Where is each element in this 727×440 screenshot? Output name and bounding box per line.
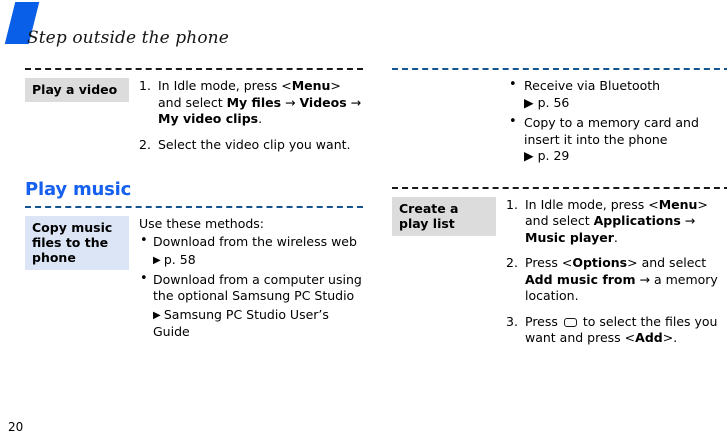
right-column: Receive via Bluetooth ▶ p. 56 Copy to a …: [392, 62, 727, 347]
steps-create-play-list: In Idle mode, press <Menu> and select Ap…: [506, 197, 727, 347]
row-continuation: Receive via Bluetooth ▶ p. 56 Copy to a …: [392, 77, 727, 169]
list-item: Press to select the files you want and p…: [506, 314, 727, 347]
page-reference: ▶ p. 56: [524, 94, 570, 110]
bullets-copy-music-files: Download from the wireless web ▶ p. 58 D…: [139, 233, 363, 341]
row-label-create-play-list: Create a play list: [392, 196, 496, 236]
emphasis-text: Videos: [299, 94, 347, 110]
text-run: .: [613, 229, 618, 245]
list-item: In Idle mode, press <Menu> and select Ap…: [506, 197, 727, 247]
key-icon: [563, 317, 577, 327]
row-body-create-play-list: In Idle mode, press <Menu> and select Ap…: [496, 197, 727, 347]
text-run: p. 58: [163, 252, 196, 267]
text-run: → a memory location.: [525, 271, 718, 304]
text-run: In Idle mode, press <: [158, 78, 292, 93]
emphasis-text: Applications: [593, 213, 681, 228]
list-item: In Idle mode, press <Menu> and select My…: [139, 78, 363, 128]
emphasis-text: Options: [572, 255, 628, 270]
text-run: ▶: [153, 309, 164, 321]
emphasis-text: Menu: [658, 196, 698, 212]
text-run: Select the video clip you want.: [158, 136, 351, 152]
row-label-play-a-video: Play a video: [25, 78, 129, 102]
list-item: Select the video clip you want.: [139, 137, 363, 154]
page-header: Step outside the phone: [0, 0, 727, 62]
bullet-text: Copy to a memory card and insert it into…: [524, 115, 699, 147]
list-item: Download from a computer using the optio…: [139, 271, 363, 341]
text-run: Press: [525, 313, 562, 329]
text-run: In Idle mode, press <: [525, 196, 659, 212]
emphasis-text: Menu: [291, 78, 331, 93]
section-heading-play-music: Play music: [25, 179, 132, 200]
emphasis-text: My video clips: [158, 111, 259, 126]
text-run: .: [258, 111, 263, 126]
row-label-copy-music-files: Copy music files to the phone: [25, 216, 129, 270]
list-item: Receive via Bluetooth ▶ p. 56: [506, 77, 727, 111]
bullet-text: Receive via Bluetooth: [524, 78, 661, 93]
divider-right-top: [392, 68, 727, 70]
list-item: Download from the wireless web ▶ p. 58: [139, 233, 363, 270]
page-number: 20: [8, 420, 24, 434]
list-item: Press <Options> and select Add music fro…: [506, 255, 727, 305]
row-body-play-a-video: In Idle mode, press <Menu> and select My…: [129, 78, 363, 153]
text-run: →: [680, 213, 696, 228]
row-play-a-video: Play a video In Idle mode, press <Menu> …: [25, 78, 363, 153]
page-title: Step outside the phone: [27, 28, 229, 48]
text-run: →: [281, 94, 300, 110]
emphasis-text: My files: [226, 94, 282, 110]
row-create-play-list: Create a play list In Idle mode, press <…: [392, 196, 727, 347]
row-body-copy-music-files: Use these methods: Download from the wir…: [129, 216, 363, 343]
text-run: >.: [662, 330, 678, 345]
left-column: Play a video In Idle mode, press <Menu> …: [25, 62, 363, 343]
list-item: Copy to a memory card and insert it into…: [506, 114, 727, 165]
text-run: Press <: [525, 255, 573, 270]
row-body-continuation: Receive via Bluetooth ▶ p. 56 Copy to a …: [496, 77, 727, 169]
text-run: > and select: [525, 196, 708, 229]
text-run: > and select: [627, 255, 707, 270]
emphasis-text: Add: [635, 330, 663, 345]
emphasis-text: Music player: [525, 229, 614, 245]
text-run: Samsung PC Studio User’s Guide: [153, 306, 329, 340]
text-run: > and select: [158, 78, 341, 110]
row-label-spacer: [392, 78, 496, 87]
divider-right-mid: [392, 186, 727, 189]
divider-left-under-heading: [25, 206, 363, 208]
row-copy-music-files: Copy music files to the phone Use these …: [25, 216, 363, 343]
divider-left-top: [25, 68, 363, 70]
emphasis-text: Add music from: [525, 271, 636, 287]
text-run: →: [346, 94, 362, 110]
text-run: Download from a computer using the optio…: [153, 271, 362, 304]
text-run: ▶: [153, 255, 164, 266]
text-run: to select the files you want and press <: [525, 313, 718, 346]
intro-text: Use these methods:: [139, 216, 265, 231]
text-run: Download from the wireless web: [153, 233, 357, 249]
page-reference: ▶ p. 29: [524, 148, 570, 163]
bullets-transfer-methods: Receive via Bluetooth ▶ p. 56 Copy to a …: [506, 77, 727, 165]
steps-play-a-video: In Idle mode, press <Menu> and select My…: [139, 78, 363, 153]
